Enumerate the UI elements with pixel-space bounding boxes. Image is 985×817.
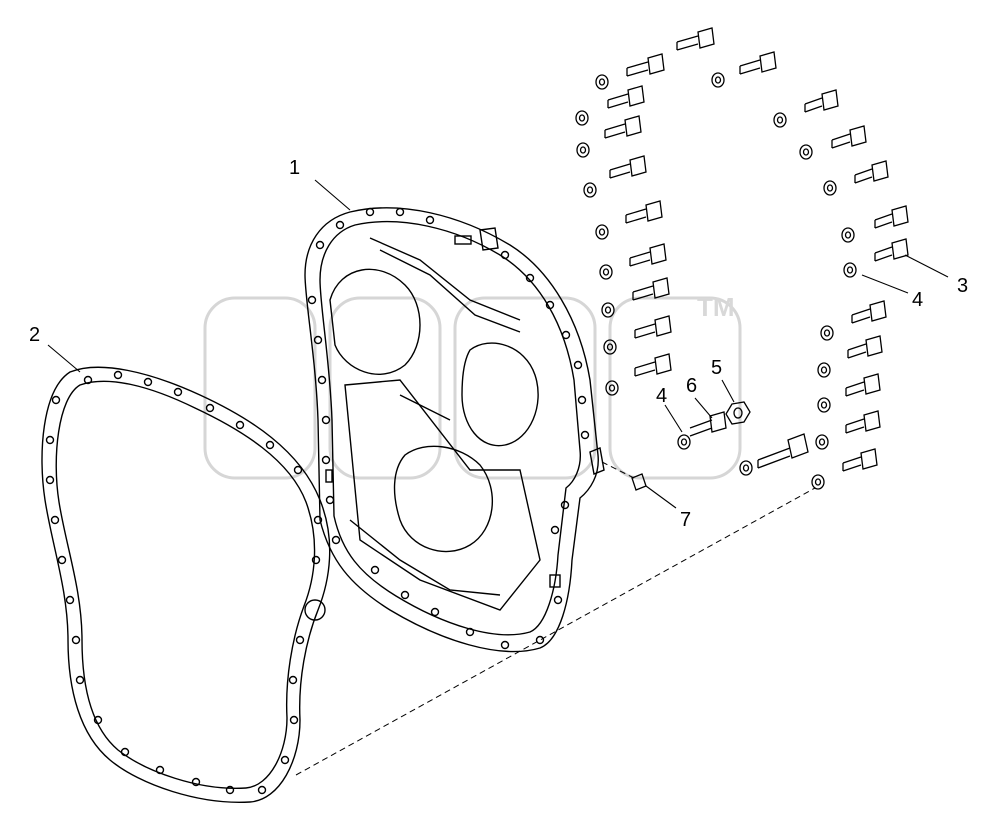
bolt-row-left: [604, 27, 777, 377]
callout-5: 5: [711, 357, 723, 379]
cover-holes: [307, 207, 590, 650]
callout-1: 1: [289, 157, 301, 179]
leader-lines: [47, 179, 949, 509]
washers: [575, 72, 857, 490]
cover-plate: [304, 207, 605, 653]
callout-3: 3: [957, 275, 969, 297]
gasket-holes: [45, 370, 323, 795]
callout-7: 7: [680, 509, 692, 531]
watermark-tm: TM: [697, 292, 735, 322]
gasket: [41, 366, 331, 803]
callout-6: 6: [686, 375, 698, 397]
assembly-lines: [295, 461, 816, 776]
nut: [725, 401, 751, 425]
callout-4-right: 4: [912, 289, 924, 311]
callout-2: 2: [29, 324, 41, 346]
callout-4-center: 4: [656, 385, 668, 407]
bolt-row-right: [689, 89, 909, 472]
fasteners: [575, 27, 909, 491]
